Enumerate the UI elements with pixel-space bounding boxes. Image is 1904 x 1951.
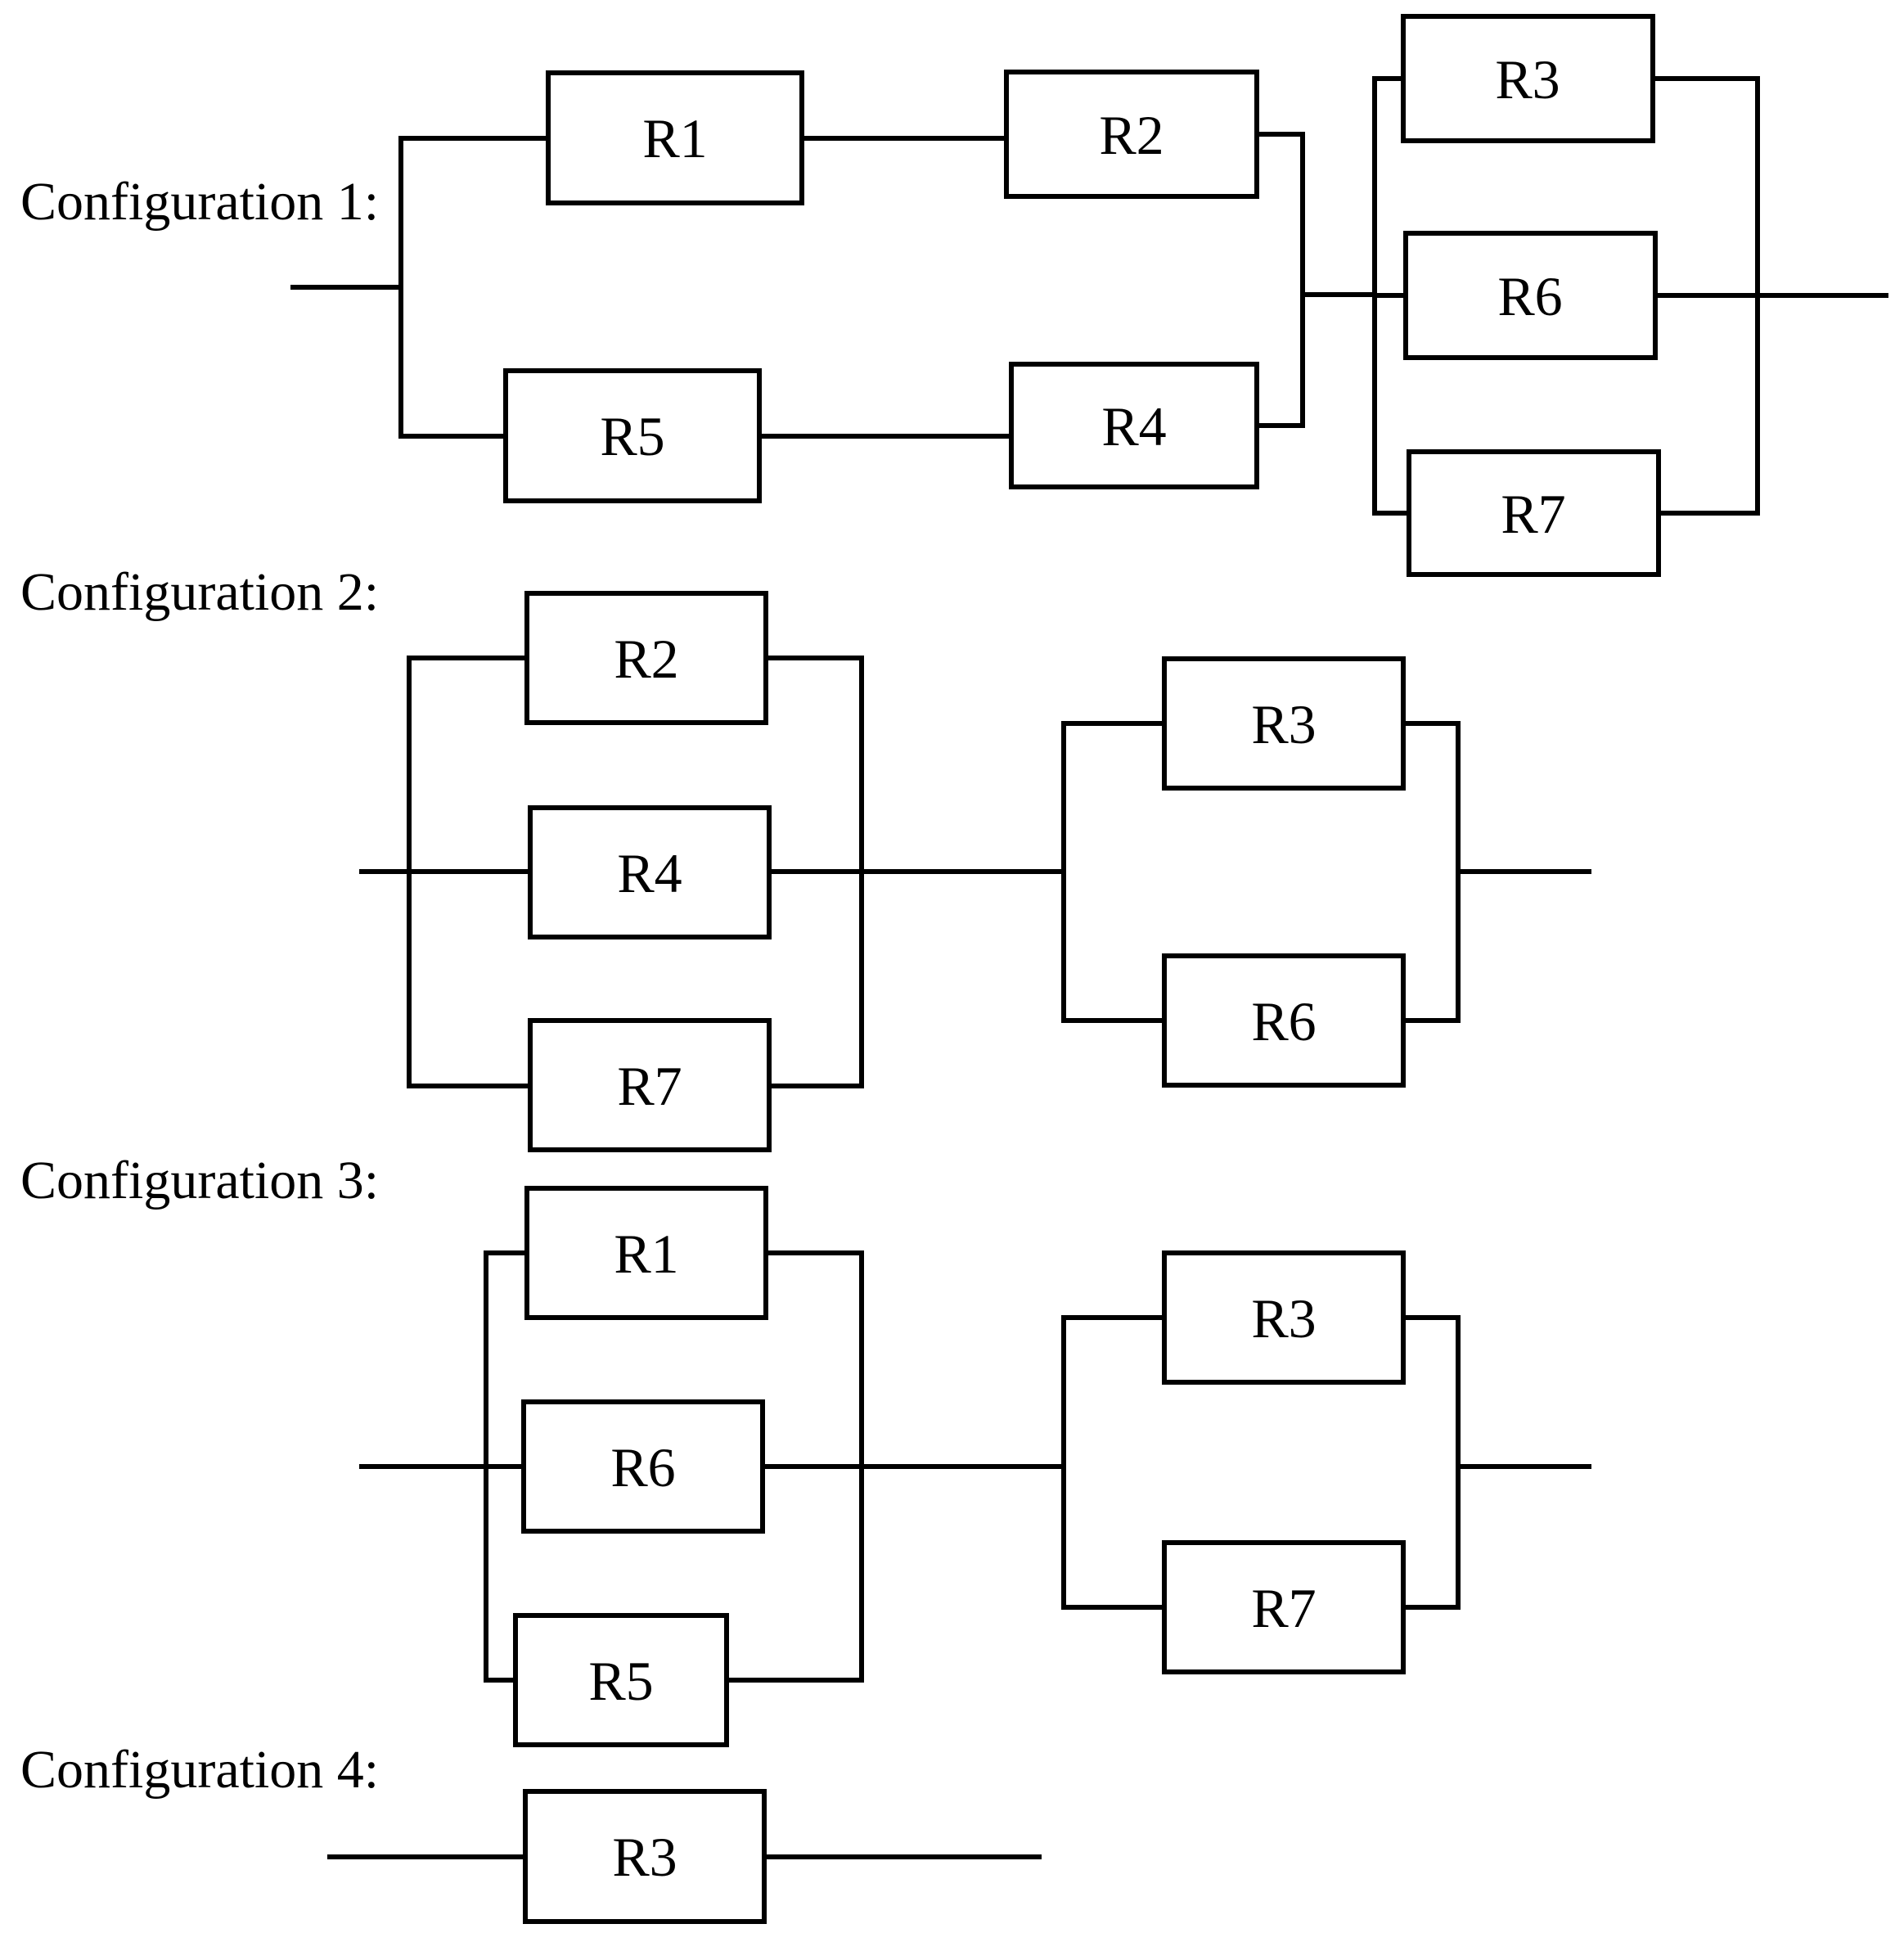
config3-resistor-r1-label: R1: [614, 1223, 678, 1285]
config2-resistor-r6-label: R6: [1251, 990, 1316, 1052]
configuration-1-label: Configuration 1:: [20, 172, 379, 232]
configuration-1-diagram: Configuration 1: R1 R2 R5 R4 R3 R6: [20, 14, 1888, 577]
config4-resistor-r3-box: [523, 1789, 767, 1924]
config3-resistor-r3-box: [1162, 1250, 1406, 1385]
config1-resistor-r3-label: R3: [1495, 48, 1560, 110]
config2-resistor-r2-label: R2: [614, 628, 678, 690]
config1-resistor-r1-box: [546, 70, 804, 205]
config3-resistor-r6-label: R6: [610, 1436, 675, 1498]
config2-resistor-r2-box: [524, 591, 768, 725]
config3-resistor-r3-label: R3: [1251, 1287, 1316, 1349]
config1-resistor-r6-box: [1403, 231, 1658, 360]
config3-resistor-r7-label: R7: [1251, 1577, 1316, 1639]
config2-resistor-r3-label: R3: [1251, 693, 1316, 755]
config1-resistor-r7-box: [1407, 449, 1661, 577]
config3-resistor-r5-box: [513, 1613, 729, 1747]
configuration-2-label: Configuration 2:: [20, 562, 379, 622]
config2-resistor-r3-box: [1162, 656, 1406, 791]
config1-resistor-r6-label: R6: [1497, 265, 1562, 327]
configuration-3-label: Configuration 3:: [20, 1151, 379, 1210]
config4-resistor-r3-label: R3: [612, 1826, 677, 1888]
config2-resistor-r7-label: R7: [617, 1055, 682, 1117]
configuration-3-diagram: Configuration 3: R1 R6 R5 R3 R7: [20, 1151, 1591, 1747]
config1-resistor-r3-box: [1401, 14, 1655, 143]
config2-resistor-r6-box: [1162, 953, 1406, 1088]
config1-resistor-r2-label: R2: [1099, 104, 1164, 166]
config1-resistor-r2-box: [1004, 70, 1259, 199]
config1-resistor-r4-box: [1009, 362, 1259, 489]
config3-resistor-r5-label: R5: [588, 1650, 653, 1712]
config1-resistor-r5-label: R5: [600, 405, 664, 467]
config1-resistor-r5-box: [503, 368, 762, 503]
config2-resistor-r7-box: [528, 1018, 772, 1152]
config3-resistor-r6-box: [521, 1399, 765, 1534]
config2-resistor-r4-label: R4: [617, 842, 682, 904]
configuration-4-diagram: Configuration 4: R3: [20, 1740, 1042, 1924]
config3-resistor-r1-box: [524, 1186, 768, 1320]
config1-resistor-r1-label: R1: [642, 107, 707, 169]
config1-resistor-r7-label: R7: [1501, 483, 1565, 545]
configuration-2-diagram: Configuration 2: R2 R4 R7 R3 R6: [20, 562, 1591, 1152]
config1-resistor-r4-label: R4: [1101, 395, 1166, 457]
config3-resistor-r7-box: [1162, 1540, 1406, 1674]
config2-resistor-r4-box: [528, 805, 772, 939]
configuration-4-label: Configuration 4:: [20, 1740, 379, 1800]
